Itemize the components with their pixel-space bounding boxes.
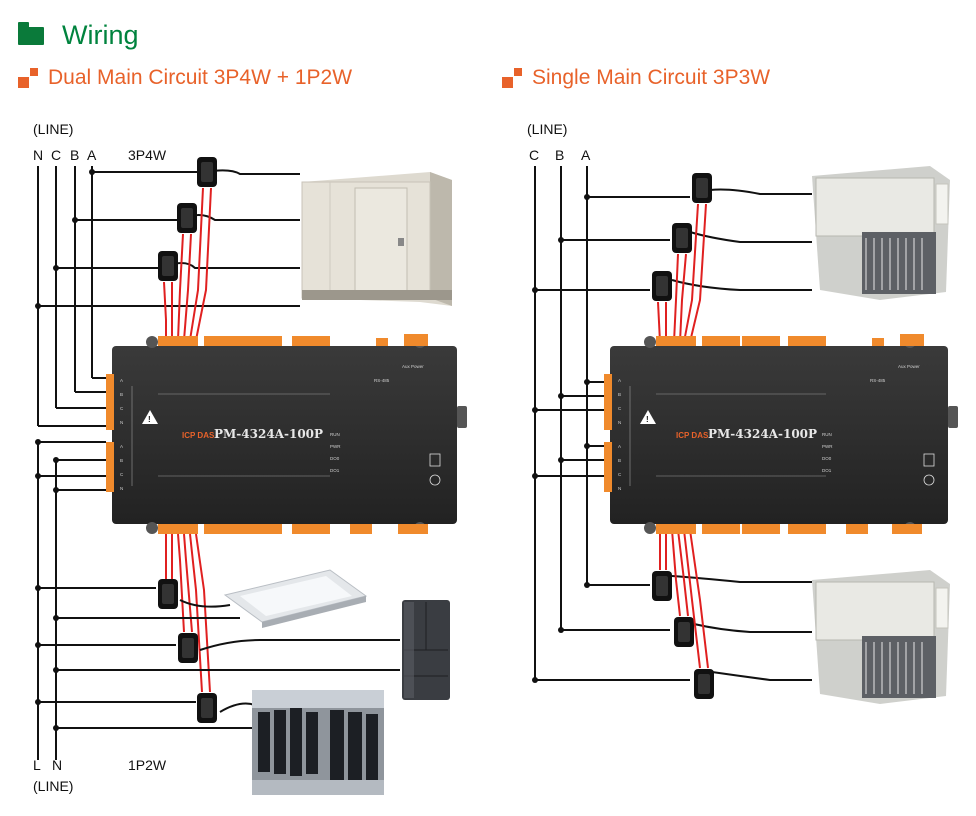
circuit-type-label-2: 1P2W <box>128 757 167 773</box>
current-transformer-icon <box>178 633 198 663</box>
terminal-blocks-top <box>158 334 428 346</box>
device-model: PM-4324A-100P <box>708 427 817 441</box>
line-label-2: (LINE) <box>33 778 73 794</box>
terminal-label-n2: N <box>618 486 621 491</box>
weee-icon <box>923 453 935 467</box>
right-section-title: Single Main Circuit 3P3W <box>532 66 771 89</box>
phase-label-n: N <box>33 147 43 163</box>
phase-label-a: A <box>87 147 97 163</box>
terminal-label-c2: C <box>618 472 622 477</box>
ceiling-light-image <box>223 569 368 628</box>
warning-icon <box>640 410 656 424</box>
smt-machine-image <box>812 166 950 300</box>
phase-label-a: A <box>581 147 591 163</box>
current-transformer-icon <box>652 271 672 301</box>
right-circuit: (LINE) C B A <box>527 121 958 704</box>
ce-icon <box>923 474 935 486</box>
right-section-heading: Single Main Circuit 3P3W <box>502 66 770 90</box>
terminal-label-b2: B <box>120 458 123 463</box>
led-do0: DO0 <box>330 456 340 461</box>
current-transformer-icon <box>652 571 672 601</box>
folder-icon <box>18 21 44 45</box>
terminal-label-a: A <box>618 378 621 383</box>
warning-icon <box>142 410 158 424</box>
terminal-label-c: C <box>120 406 124 411</box>
smt-machine-image <box>812 570 950 704</box>
brand-logo: ICP DAS <box>676 431 709 440</box>
phase-label-l: L <box>33 757 41 773</box>
page-title: Wiring <box>62 20 139 50</box>
line-label: (LINE) <box>527 121 567 137</box>
rs485-label: RS-485 <box>870 378 886 383</box>
weee-icon <box>429 453 441 467</box>
cold-storage-room-image <box>301 172 452 306</box>
phase-label-c: C <box>51 147 61 163</box>
led-do0: DO0 <box>822 456 832 461</box>
terminal-label-b: B <box>618 392 621 397</box>
led-run: RUN <box>822 432 832 437</box>
led-pwr: PWR <box>822 444 833 449</box>
server-room-image <box>252 690 384 795</box>
power-meter-device: A B C N A B C N ! ICP DAS PM-4324A-100P … <box>106 334 467 534</box>
rs485-label: RS-485 <box>374 378 390 383</box>
terminal-label-n: N <box>618 420 621 425</box>
device-model: PM-4324A-100P <box>214 427 323 441</box>
terminal-label-a2: A <box>120 444 123 449</box>
phase-label-b: B <box>555 147 564 163</box>
wiring-heading: Wiring <box>18 20 139 51</box>
terminal-label-c: C <box>618 406 622 411</box>
voltage-terminals <box>106 374 114 492</box>
aux-power-label: Aux Power <box>402 364 424 369</box>
left-section-heading: Dual Main Circuit 3P4W + 1P2W <box>18 66 352 90</box>
squares-icon <box>502 68 522 88</box>
circuit-type-label: 3P4W <box>128 147 167 163</box>
phase-label-c: C <box>529 147 539 163</box>
current-transformer-icon <box>158 579 178 609</box>
ct-wires-bottom <box>165 533 211 693</box>
left-circuit: (LINE) N C B A 3P4W L N 1P2W (LINE) <box>33 121 467 795</box>
svg-text:!: ! <box>646 415 649 424</box>
terminal-label-n: N <box>120 420 123 425</box>
aux-power-label: Aux Power <box>898 364 920 369</box>
line-label: (LINE) <box>33 121 73 137</box>
current-transformer-icon <box>177 203 197 233</box>
squares-icon <box>18 68 38 88</box>
left-section-title: Dual Main Circuit 3P4W + 1P2W <box>48 66 353 89</box>
led-do1: DO1 <box>822 468 832 473</box>
current-transformer-icon <box>674 617 694 647</box>
current-transformer-icon <box>197 693 217 723</box>
current-transformer-icon <box>672 223 692 253</box>
current-transformer-icon <box>197 157 217 187</box>
refrigerator-image <box>402 600 450 700</box>
ct-wires-top <box>163 187 212 341</box>
current-transformer-icon <box>694 669 714 699</box>
terminal-label-a2: A <box>618 444 621 449</box>
phase-label-b: B <box>70 147 79 163</box>
current-transformer-icon <box>158 251 178 281</box>
terminal-label-a: A <box>120 378 123 383</box>
current-transformer-icon <box>692 173 712 203</box>
terminal-label-c2: C <box>120 472 124 477</box>
brand-logo: ICP DAS <box>182 431 215 440</box>
led-run: RUN <box>330 432 340 437</box>
terminal-label-b2: B <box>618 458 621 463</box>
phase-label-n2: N <box>52 757 62 773</box>
terminal-blocks-bottom <box>158 524 428 534</box>
svg-text:!: ! <box>148 415 151 424</box>
led-pwr: PWR <box>330 444 341 449</box>
terminal-label-n2: N <box>120 486 123 491</box>
led-do1: DO1 <box>330 468 340 473</box>
terminal-label-b: B <box>120 392 123 397</box>
ce-icon <box>429 474 441 486</box>
power-meter-device: A B C N A B C N ! ICP DAS PM-4324A-100P … <box>604 334 958 534</box>
